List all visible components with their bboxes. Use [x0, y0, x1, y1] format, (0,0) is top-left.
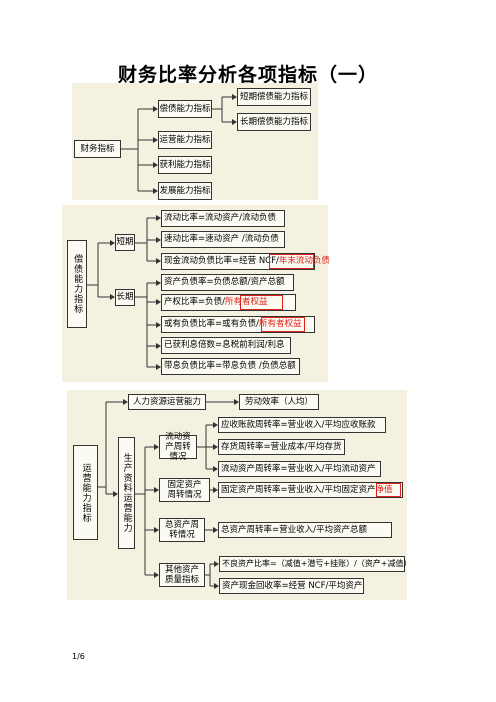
labor-efficiency-box: 劳动效率（人均）: [239, 394, 319, 410]
short-term-debt-box: 短期偿债能力指标: [237, 88, 311, 106]
debt-ability-root: 偿债能力指标: [67, 240, 87, 328]
page-title: 财务比率分析各项指标（一）: [117, 64, 378, 86]
bad-asset-ratio-formula: 不良资产比率=（减值+潜亏+挂账）/（资产+减值）: [219, 556, 412, 572]
short-term-box: 短期: [115, 234, 135, 251]
production-means-box: 生产资料运营能力: [118, 437, 135, 549]
highlight-owners-equity-1: [240, 295, 283, 310]
fixed-asset-turnover-box: 固定资产周转情况: [159, 478, 210, 502]
highlight-net-value: [376, 483, 401, 497]
operating-ability-box: 运营能力指标: [158, 131, 212, 149]
financial-indicators-box: 财务指标: [74, 140, 121, 158]
other-asset-quality-box: 其他资产质量指标: [159, 563, 205, 587]
long-term-debt-box: 长期偿债能力指标: [237, 113, 311, 131]
development-ability-box: 发展能力指标: [158, 182, 212, 200]
page-number: 1/6: [72, 652, 85, 661]
total-asset-turnover-formula: 总资产周转率=营业收入/平均资产总额: [218, 522, 392, 538]
fixed-asset-turnover-formula: 固定资产周转率=营业收入/平均固定资产净值: [218, 482, 403, 498]
inventory-turnover-formula: 存货周转率=营业成本/平均存货: [218, 439, 345, 455]
total-asset-turnover-box: 总资产周转情况: [159, 518, 205, 542]
interest-bearing-debt-ratio-formula: 带息负债比率=带息负债 /负债总额: [161, 358, 300, 375]
receivables-turnover-formula: 应收账款周转率=营业收入/平均应收账款: [218, 417, 386, 433]
debt-asset-ratio-formula: 资产负债率=负债总额/资产总额: [161, 274, 294, 291]
cash-current-debt-ratio-formula: 现金流动负债比率=经营 NCF/年末流动负债: [161, 253, 330, 270]
highlight-owners-equity-2: [261, 317, 305, 332]
operating-ability-root: 运营能力指标: [73, 445, 98, 540]
debt-ability-box: 偿债能力指标: [158, 100, 212, 118]
long-term-box: 长期: [115, 289, 135, 306]
current-asset-turnover-box: 流动资产周转情况: [159, 432, 197, 462]
profitability-box: 获利能力指标: [158, 156, 212, 174]
current-asset-turnover-formula: 流动资产周转率=营业收入/平均流动资产: [218, 461, 381, 477]
interest-coverage-formula: 已获利息倍数=息税前利润/利息: [161, 337, 291, 354]
asset-cash-recovery-formula: 资产现金回收率=经营 NCF/平均资产: [219, 578, 364, 594]
quick-ratio-formula: 速动比率=速动资产 /流动负债: [161, 231, 285, 248]
equity-ratio-formula: 产权比率=负债/所有者权益: [161, 294, 296, 311]
highlight-year-end-current-debt: [269, 254, 314, 269]
current-ratio-formula: 流动比率=流动资产/流动负债: [161, 210, 285, 227]
contingent-debt-ratio-formula: 或有负债比率=或有负债/所有者权益: [161, 316, 315, 333]
human-resource-box: 人力资源运营能力: [128, 394, 206, 410]
